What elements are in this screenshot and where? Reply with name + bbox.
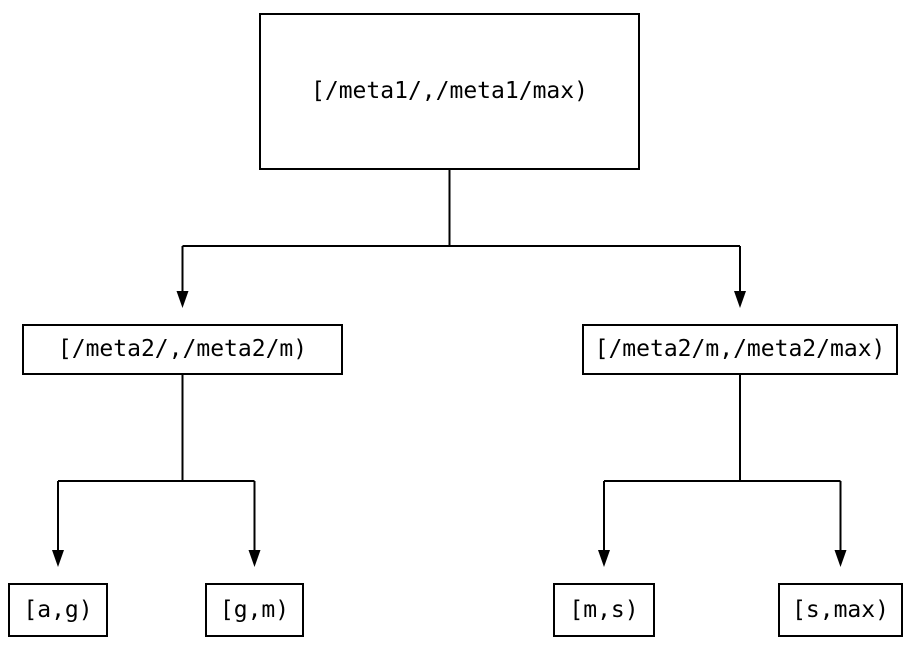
node-label: [m,s) [569, 596, 639, 623]
node-leaf-a-g: [a,g) [8, 583, 108, 637]
arrowhead-down-icon [248, 550, 261, 567]
connector-root-to-children [181, 170, 741, 292]
arrowhead-down-icon [176, 291, 189, 308]
node-leaf-g-m: [g,m) [205, 583, 304, 637]
connector-meta2low-to-leaves [57, 375, 256, 551]
node-label: [a,g) [23, 596, 93, 623]
node-leaf-s-max: [s,max) [778, 583, 903, 637]
node-leaf-m-s: [m,s) [553, 583, 655, 637]
arrowhead-down-icon [598, 550, 610, 567]
node-label: [s,max) [792, 596, 889, 623]
arrowhead-down-icon [734, 291, 746, 308]
node-label: [g,m) [219, 596, 290, 623]
arrowhead-down-icon [834, 550, 847, 567]
node-root-meta1-range: [/meta1/,/meta1/max) [259, 13, 640, 170]
node-meta2-low-range: [/meta2/,/meta2/m) [22, 324, 343, 375]
connector-meta2high-to-leaves [603, 375, 842, 551]
node-label: [/meta1/,/meta1/max) [311, 78, 588, 104]
arrowhead-down-icon [52, 550, 64, 567]
node-label: [/meta2/,/meta2/m) [57, 336, 308, 362]
node-meta2-high-range: [/meta2/m,/meta2/max) [582, 324, 898, 375]
node-label: [/meta2/m,/meta2/max) [594, 336, 886, 362]
